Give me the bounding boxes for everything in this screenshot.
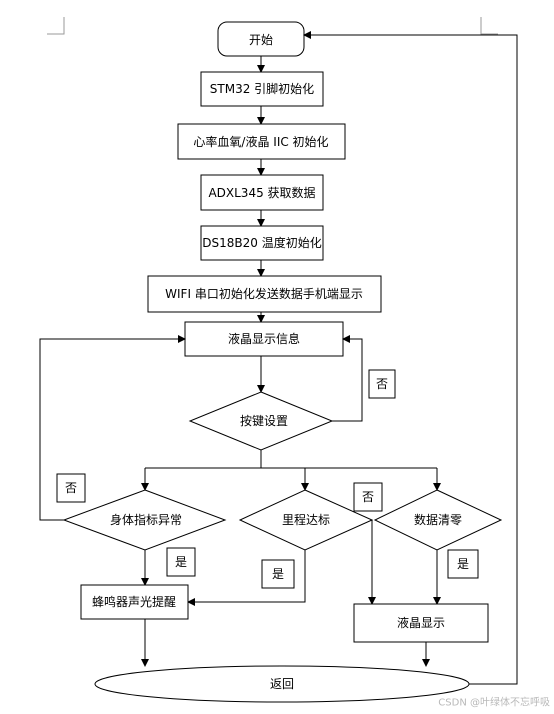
lcd-info-box	[184, 321, 344, 357]
page-corner-mark-left	[47, 17, 65, 35]
lcd-show-box	[353, 603, 489, 643]
heart-init-label: 心率血氧/液晶 IIC 初始化	[193, 134, 328, 149]
key-decision-label: 按键设置	[240, 414, 288, 428]
adxl-box	[200, 174, 324, 211]
wifi-label: WIFI 串口初始化发送数据手机端显示	[165, 286, 363, 301]
yes-mileage-label: 是	[272, 567, 284, 581]
yes-clear-box	[447, 549, 479, 579]
no-mileage-box	[353, 482, 383, 512]
lcd-show-label: 液晶显示	[397, 615, 445, 630]
yes-body-box	[166, 547, 196, 577]
stm32-init-label: STM32 引脚初始化	[210, 81, 314, 96]
arrow-return-to-start	[303, 31, 518, 685]
page-corner-mark-right	[480, 17, 498, 35]
buzzer-label: 蜂鸣器声光提醒	[92, 594, 176, 609]
no-key-box	[368, 369, 396, 399]
buzzer-box	[80, 584, 189, 620]
arrow-body-no-loop	[39, 335, 186, 521]
no-key-label: 否	[376, 377, 388, 391]
yes-mileage-box	[261, 559, 295, 589]
stm32-init-box	[200, 71, 324, 107]
no-mileage-label: 否	[362, 490, 374, 504]
ds18b20-label: DS18B20 温度初始化	[202, 235, 321, 250]
yes-clear-label: 是	[457, 557, 469, 571]
start-label: 开始	[249, 33, 273, 47]
no-body-label: 否	[65, 481, 77, 495]
lcd-info-label: 液晶显示信息	[228, 331, 300, 346]
return-label: 返回	[270, 677, 294, 691]
ds18b20-box	[200, 225, 324, 261]
arrow-key-no-loop	[332, 335, 363, 422]
adxl-label: ADXL345 获取数据	[208, 185, 315, 200]
body-abnormal-label: 身体指标异常	[110, 512, 182, 527]
yes-body-label: 是	[175, 555, 187, 569]
no-body-box	[56, 473, 86, 503]
mileage-label: 里程达标	[282, 512, 330, 527]
watermark-text: CSDN @叶绿体不忘呼吸	[438, 696, 550, 709]
clear-label: 数据清零	[414, 512, 462, 527]
wifi-box	[147, 275, 382, 313]
arrow-mileage-yes	[187, 550, 306, 606]
